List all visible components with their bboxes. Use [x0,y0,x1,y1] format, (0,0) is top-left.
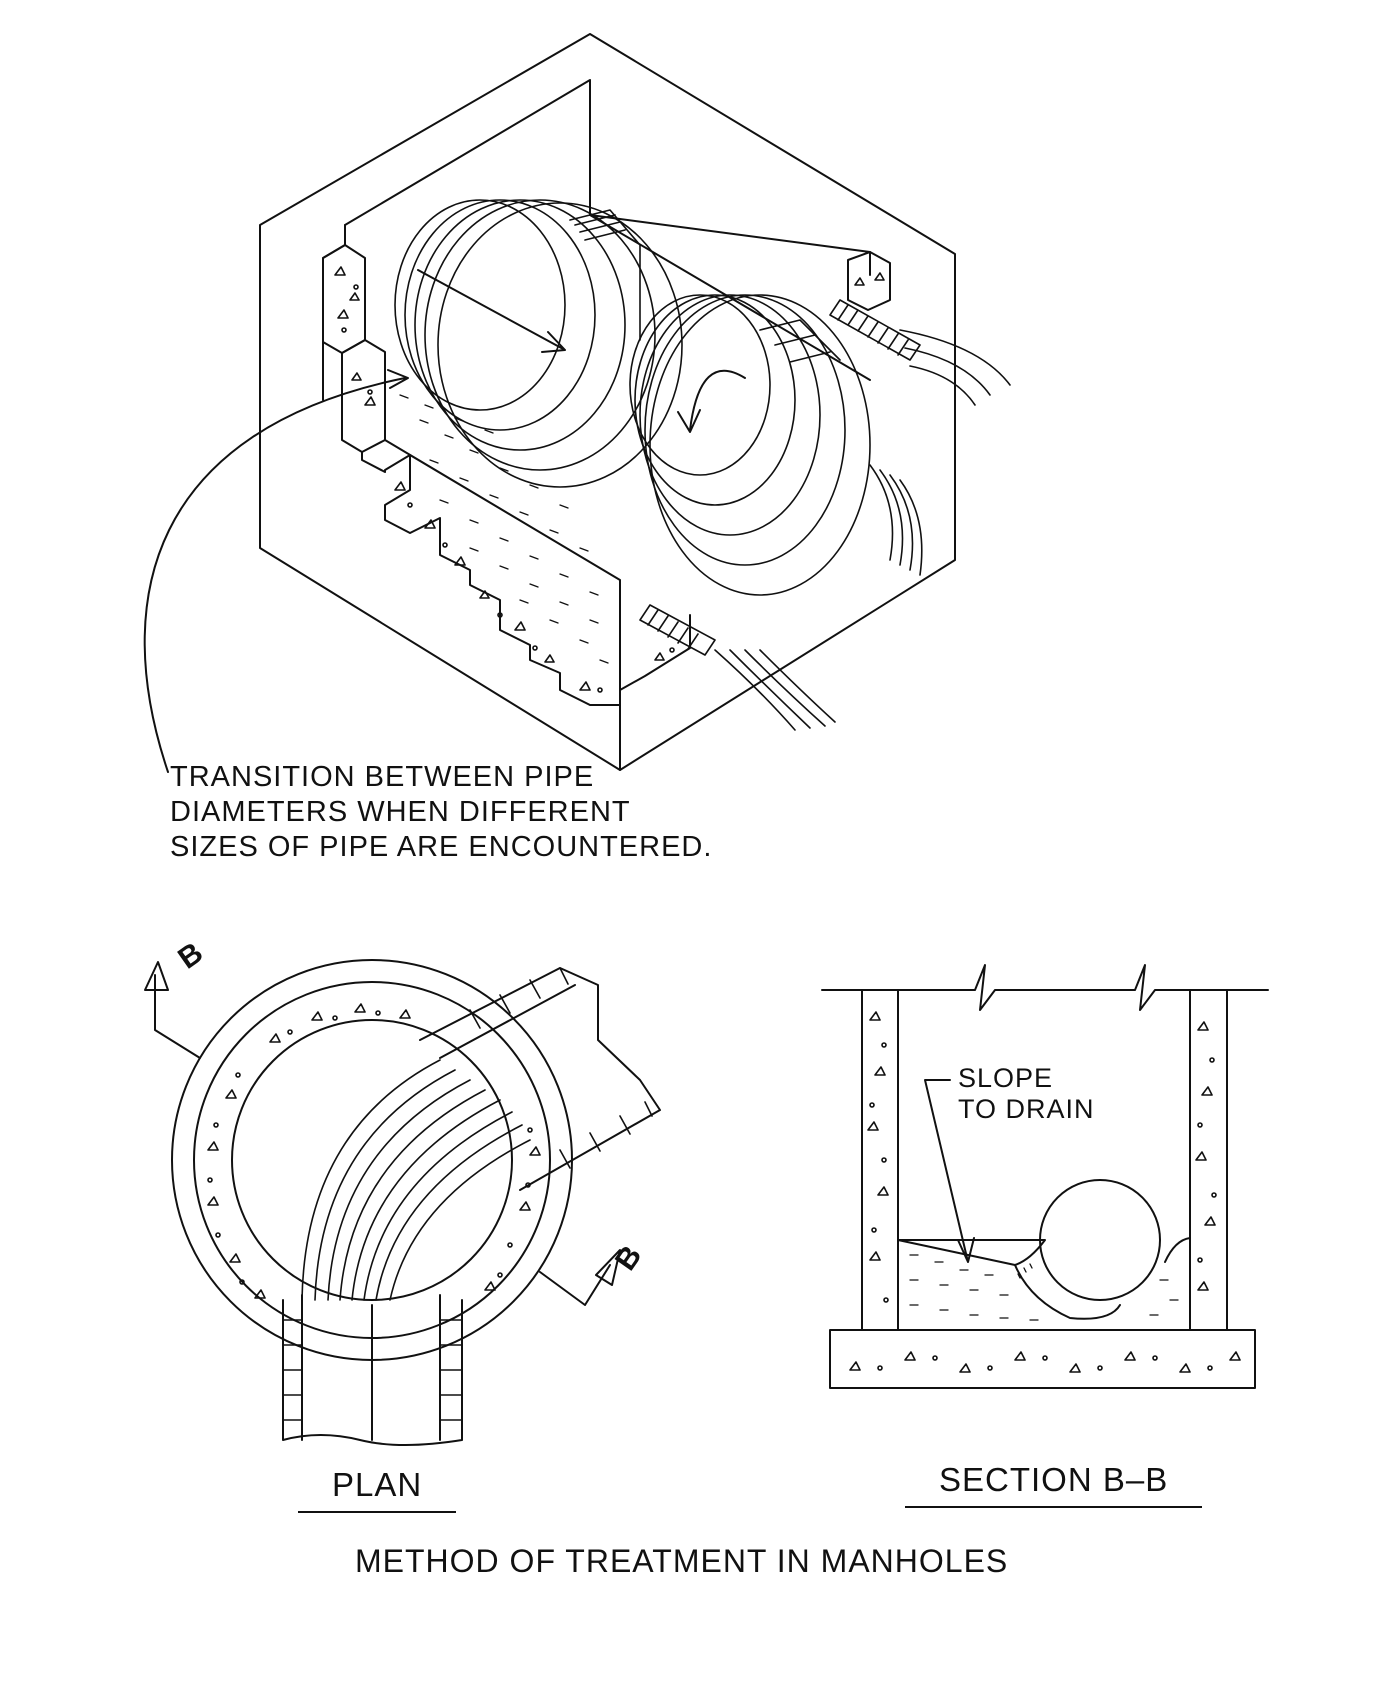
pipe-wall-hatch-bottom [639,604,716,656]
concrete-hatch-section-walls [867,1011,1217,1303]
section-bench-stipple [909,1254,1179,1321]
manhole-outer-wall-line [193,981,551,1339]
concrete-hatch-left-wall [334,266,376,406]
transition-note-line-1: TRANSITION BETWEEN PIPE [170,761,595,793]
plan-view [144,959,661,1446]
slope-note-line-2: TO DRAIN [958,1094,1095,1124]
left-wall-lower-section [341,339,386,453]
slope-note-line-1: SLOPE [958,1063,1054,1093]
drawing-title: METHOD OF TREATMENT IN MANHOLES [355,1543,1009,1579]
manhole-box-outline [259,33,956,771]
outgoing-pipe-exterior [714,329,1011,731]
concrete-hatch-plan [207,1003,541,1299]
section-bench-slope [897,1239,1016,1266]
manhole-inner-wall [231,1019,513,1301]
flow-arrow-small-pipe [677,369,746,433]
right-wall-section [847,251,891,311]
plan-outlet-pipe-hatch [469,967,653,1169]
bench-surface-stipple [399,394,609,664]
concrete-hatch-bench [394,481,675,693]
transition-note-line-2: DIAMETERS WHEN DIFFERENT [170,796,631,828]
section-cut-arrow-lower [539,1249,621,1306]
section-view [821,964,1269,1389]
small-pipe-rings [629,294,871,596]
section-base-slab [829,1329,1256,1389]
large-pipe-rings [394,199,683,488]
section-label: SECTION B–B [905,1460,1203,1508]
plan-label: PLAN [298,1465,457,1513]
section-pipe-circle [1039,1179,1161,1301]
plan-outlet-pipe [419,967,661,1191]
section-bench-profile [897,1237,1191,1320]
stepped-bench-top-edge [384,439,621,691]
pipe-wall-hatch-right [829,299,921,361]
transition-note-leader [143,369,409,773]
plan-flow-channel [301,1059,531,1301]
isometric-manhole-view [143,33,1011,773]
section-cut-arrow-upper [144,961,201,1059]
concrete-hatch-right-wall [854,272,885,286]
plan-inlet-pipe [282,1294,463,1446]
transition-note-line-3: SIZES OF PIPE ARE ENCOUNTERED. [170,831,713,863]
slope-note-leader [924,1079,975,1263]
concrete-hatch-base-slab [849,1351,1241,1373]
section-walls [861,989,1228,1331]
manhole-box-top-rim [344,79,871,381]
section-ground-line [821,964,1269,1011]
stepped-bench-profile [361,451,691,706]
flow-arrow-large-pipe [417,269,566,353]
plan-inlet-pipe-hatch [282,1319,463,1421]
